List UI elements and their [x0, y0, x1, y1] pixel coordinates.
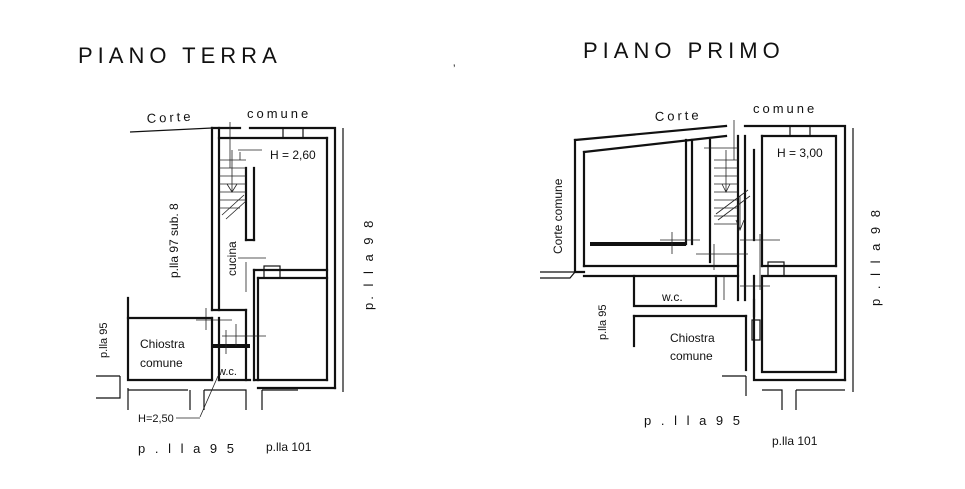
- first-floor-plan: PIANO PRIMO Corte comune: [540, 38, 883, 448]
- ground-boundary-brackets: [96, 128, 344, 410]
- first-boundary-brackets: [762, 128, 854, 410]
- first-chiostra-comune-label: comune: [670, 349, 713, 363]
- first-wc-label: w.c.: [661, 290, 683, 304]
- corte-boundary: [129, 127, 213, 133]
- ground-plla-95-bottom: p . l l a 9 5: [138, 441, 237, 456]
- first-plla-101: p.lla 101: [772, 434, 818, 448]
- first-height-upper: H = 3,00: [777, 146, 823, 160]
- ground-stairs: [219, 150, 247, 220]
- first-plla-95-bottom: p . l l a 9 5: [644, 413, 743, 428]
- ground-chiostra-walls: [126, 296, 266, 382]
- ground-wc-label: w.c.: [217, 366, 237, 378]
- ground-walls: [210, 126, 337, 390]
- ground-door-marks: [196, 122, 266, 330]
- ground-height-wc: H=2,50: [138, 413, 174, 425]
- cucina-label: cucina: [225, 241, 239, 276]
- first-left-boundary: [540, 271, 576, 279]
- ground-height-upper: H = 2,60: [270, 148, 316, 162]
- ground-plla-95-left: p.lla 95: [98, 323, 110, 358]
- first-plla-95-left: p.lla 95: [597, 305, 609, 340]
- ground-corte-label: Corte: [146, 109, 194, 126]
- first-plla-98-label: p . l l a 9 8: [868, 207, 883, 306]
- ground-chiostra-label: Chiostra: [140, 337, 185, 351]
- first-door-marks: [660, 120, 780, 300]
- first-comune-label: comune: [753, 101, 817, 116]
- first-wc-chiostra-walls: [632, 274, 761, 396]
- first-walls: [573, 124, 847, 382]
- first-corte-label: Corte: [655, 107, 702, 124]
- first-corte-comune-label: Corte comune: [551, 178, 565, 254]
- ground-floor-title: PIANO TERRA: [78, 43, 282, 68]
- ground-plla-97-label: p.lla 97 sub. 8: [167, 203, 181, 278]
- first-chiostra-label: Chiostra: [670, 331, 715, 345]
- first-floor-title: PIANO PRIMO: [583, 38, 785, 63]
- ground-plla-101: p.lla 101: [266, 440, 312, 454]
- ground-floor-plan: PIANO TERRA Corte comune: [78, 43, 376, 456]
- stray-mark: ’: [453, 63, 455, 75]
- ground-chiostra-comune-label: comune: [140, 356, 183, 370]
- ground-plla-98-label: p. l l a 9 8: [361, 218, 376, 310]
- first-stairs: [714, 150, 751, 232]
- ground-comune-label: comune: [247, 106, 311, 121]
